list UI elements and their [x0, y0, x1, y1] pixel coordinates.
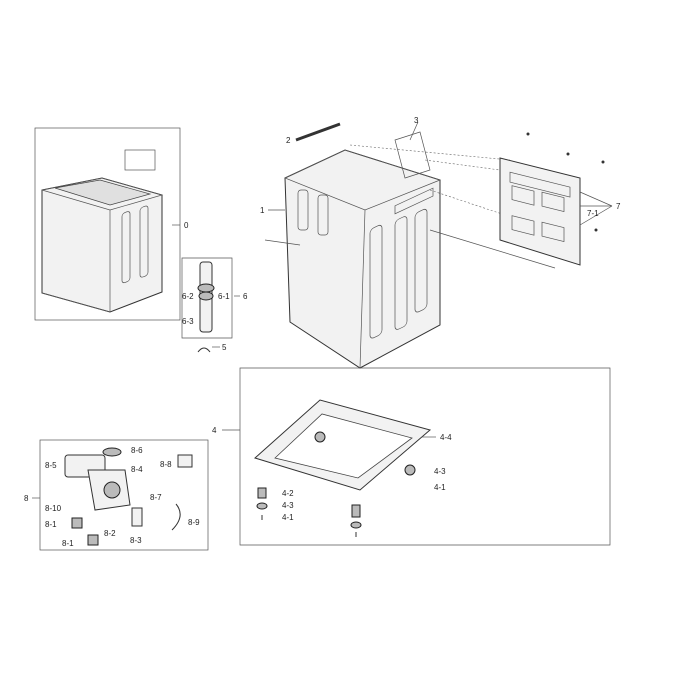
label-foot-1-right: 4-1 [434, 483, 446, 492]
clamp-part [197, 347, 211, 353]
base-group-frame [239, 367, 611, 546]
assembly-inset-frame [34, 127, 181, 321]
label-hose-1: 6-1 [218, 292, 230, 301]
back-panel [499, 132, 605, 266]
pump-cap [102, 447, 122, 457]
cabinet-body [284, 149, 441, 369]
label-pump-9: 8-9 [188, 518, 200, 527]
label-pump-3: 8-3 [130, 536, 142, 545]
label-foot-3: 4-3 [282, 501, 294, 510]
label-pump-10: 8-10 [45, 504, 62, 513]
label-strip: 2 [286, 136, 291, 145]
top-frame [394, 131, 431, 179]
cabinet-part [284, 149, 442, 369]
foot-bolt-front [351, 504, 361, 518]
hose-group [181, 257, 233, 339]
label-pump-6: 8-6 [131, 446, 143, 455]
label-pump-5: 8-5 [45, 461, 57, 470]
pump-nut-1 [71, 517, 83, 529]
label-frame: 3 [414, 116, 419, 125]
base-part [254, 399, 432, 491]
left-feet [256, 487, 362, 537]
label-foot-1: 4-1 [282, 513, 294, 522]
label-pump-2: 8-2 [104, 529, 116, 538]
label-hose: 6 [243, 292, 248, 301]
pump-wire [171, 503, 181, 531]
assembly-inset [34, 127, 181, 321]
label-clamp: 5 [222, 343, 227, 352]
label-foot-3-right: 4-3 [434, 467, 446, 476]
label-cabinet: 1 [260, 206, 265, 215]
label-foot-2: 4-2 [282, 489, 294, 498]
label-back-panel: 7 [616, 202, 621, 211]
pump-part [64, 447, 193, 546]
top-strip [295, 122, 341, 142]
label-pump-1-lower: 8-1 [62, 539, 74, 548]
label-pump-8: 8-8 [160, 460, 172, 469]
label-back-panel-1: 7-1 [587, 209, 599, 218]
label-base: 4 [212, 426, 217, 435]
label-pump-7: 8-7 [150, 493, 162, 502]
pump-bracket [131, 507, 143, 527]
label-base-main: 4-4 [440, 433, 452, 442]
label-hose-2: 6-2 [182, 292, 194, 301]
foot-pad-front [350, 521, 362, 529]
hose-group-frame [181, 257, 233, 339]
pump-nut-2 [87, 534, 99, 546]
assembly-top [41, 177, 164, 211]
label-pump-1-upper: 8-1 [45, 520, 57, 529]
label-hose-3: 6-3 [182, 317, 194, 326]
foot-bolt [257, 487, 267, 499]
foot-pad [256, 502, 268, 510]
label-pump-4: 8-4 [131, 465, 143, 474]
label-pump: 8 [24, 494, 29, 503]
pump-group-frame [39, 439, 209, 551]
back-panel-body [499, 157, 581, 266]
label-assembly: 0 [184, 221, 189, 230]
pump-filter [177, 454, 193, 468]
